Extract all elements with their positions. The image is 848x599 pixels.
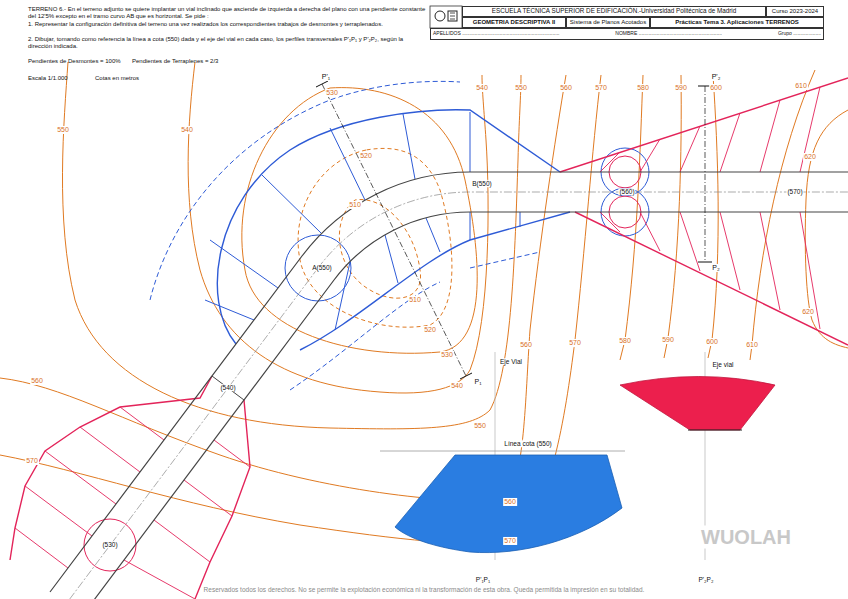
- contour-elevation: 600: [705, 338, 719, 346]
- cell-text: Sistema de Planos Acotados: [570, 19, 646, 26]
- contour-elevation: 590: [661, 336, 675, 344]
- contour-elevation: 570: [594, 84, 608, 92]
- point-elevation: (530): [101, 541, 118, 548]
- contour-elevation: 570: [25, 457, 39, 465]
- road: [50, 172, 848, 599]
- watermark: WUOLAH: [700, 526, 792, 549]
- point-elevation: (540): [219, 384, 236, 391]
- section-mark: P'₂: [711, 73, 722, 81]
- contour-lines: [0, 62, 848, 543]
- practice-cell: Prácticas Tema 3. Aplicaciones TERRENOS: [650, 17, 824, 28]
- point-elevation: B(550): [471, 180, 493, 187]
- section-mark: P₁: [473, 378, 482, 386]
- copyright-footer: Reservados todos los derechos. No se per…: [204, 586, 645, 593]
- contour-elevation: 570: [568, 339, 582, 347]
- contour-elevation: 520: [359, 152, 373, 160]
- contour-elevation: 590: [674, 84, 688, 92]
- contour-elevation: 540: [450, 382, 464, 390]
- profile-title: P'₂P₂: [698, 576, 715, 583]
- contour-elevation: 620: [803, 153, 817, 161]
- contour-elevation: 530: [440, 351, 454, 359]
- contour-elevation: 560: [519, 341, 533, 349]
- problem-statement: TERRENO 6.- En el terreno adjunto se qui…: [28, 6, 428, 20]
- task-item: 2. Dibujar, tomando como referencia la l…: [28, 36, 423, 50]
- units-note: Cotas en metros: [95, 75, 139, 82]
- contour-elevation: 510: [348, 201, 362, 209]
- cell-text: Curso 2023-2024: [772, 8, 818, 15]
- cell-text: ESCUELA TÉCNICA SUPERIOR DE EDIFICACIÓN.…: [492, 8, 737, 15]
- point-elevation: (560): [618, 188, 635, 195]
- task-item: 1. Representar la configuración definiti…: [28, 21, 423, 28]
- contour-elevation: 540: [475, 84, 489, 92]
- point-elevation: (570): [786, 188, 803, 195]
- cell-text: Prácticas Tema 3. Aplicaciones TERRENOS: [675, 19, 799, 26]
- contour-elevation: 580: [636, 84, 650, 92]
- section-mark: P₂: [711, 264, 720, 272]
- contour-elevation: 560: [559, 84, 573, 92]
- system-cell: Sistema de Planos Acotados: [566, 17, 650, 28]
- cell-text: Grupo ....................: [778, 31, 821, 37]
- contour-elevation: 570: [503, 537, 517, 545]
- contour-elevation: 550: [56, 126, 70, 134]
- contour-elevation: 580: [618, 337, 632, 345]
- axis-label: Eje Vial: [499, 358, 523, 365]
- contour-elevation: 600: [709, 84, 723, 92]
- contour-elevation: 620: [801, 308, 815, 316]
- slope-note: Pendientes de Terraplenes = 2/3: [132, 58, 218, 65]
- contour-elevation: 610: [794, 82, 808, 90]
- contour-elevation: 520: [423, 326, 437, 334]
- section-mark: P'₁: [321, 73, 331, 81]
- contour-elevation: 540: [180, 126, 194, 134]
- student-row: APELLIDOS ..............................…: [430, 28, 824, 40]
- contour-elevation: 530: [325, 89, 339, 97]
- point-elevation: A(550): [311, 264, 333, 271]
- axis-label: Eje vial: [712, 361, 735, 368]
- contour-elevation: 610: [745, 341, 759, 349]
- slope-note: Pendientes de Desmontes = 100%: [28, 58, 121, 65]
- title-logo: [430, 6, 462, 28]
- profile-title: P'₁P₁: [475, 576, 491, 583]
- section-lines: [316, 81, 712, 379]
- contour-elevation: 560: [503, 498, 517, 506]
- scale-note: Escala 1/1.000: [28, 75, 68, 82]
- cut-slopes: [150, 81, 649, 390]
- subject-cell: GEOMETRIA DESCRIPTIVA II: [462, 17, 566, 28]
- contour-elevation: 550: [514, 84, 528, 92]
- cell-text: NOMBRE .................................…: [615, 31, 722, 37]
- contour-elevation: 510: [408, 296, 422, 304]
- cell-text: APELLIDOS ..............................…: [433, 31, 559, 37]
- fill-slopes: [10, 78, 848, 599]
- contour-elevation: 550: [473, 422, 487, 430]
- course-cell: Curso 2023-2024: [766, 6, 824, 17]
- title-cell: ESCUELA TÉCNICA SUPERIOR DE EDIFICACIÓN.…: [462, 6, 766, 17]
- contour-elevation: 560: [30, 377, 44, 385]
- reference-line-label: Línea cota (550): [503, 440, 552, 447]
- cell-text: GEOMETRIA DESCRIPTIVA II: [473, 19, 555, 26]
